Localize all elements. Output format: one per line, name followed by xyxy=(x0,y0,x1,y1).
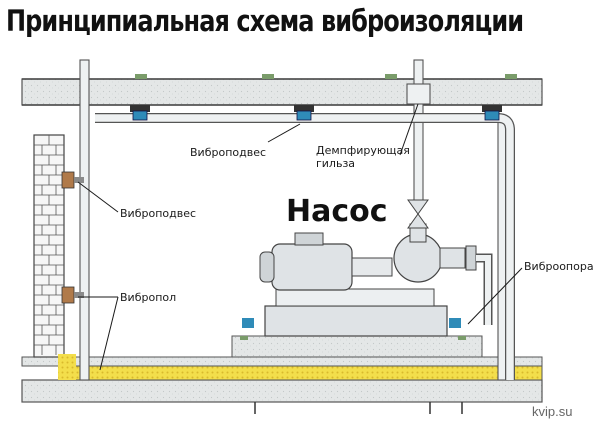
vibration-hanger xyxy=(130,105,150,121)
vibration-hanger xyxy=(294,105,314,121)
leader-lines xyxy=(77,103,523,371)
watermark: kvip.su xyxy=(532,404,573,419)
ceiling-hangers xyxy=(130,105,502,121)
label-damping-sleeve-2: гильза xyxy=(316,157,355,170)
pump-plinth xyxy=(231,335,483,358)
motor xyxy=(271,243,353,291)
brick-wall xyxy=(33,134,76,380)
label-floor: Вибропол xyxy=(120,291,176,304)
ceiling-slab xyxy=(21,74,543,106)
wall-hangers xyxy=(61,171,84,304)
vibration-floor-insulation xyxy=(59,365,543,381)
floor-slab xyxy=(21,335,543,414)
pump-assembly xyxy=(242,199,493,337)
wall-vibration-hanger xyxy=(61,286,84,304)
pump-frame xyxy=(264,305,448,337)
label-damping-sleeve-1: Демпфирующая xyxy=(316,144,410,157)
wall-vibration-hanger xyxy=(61,171,84,189)
vibration-support-icon xyxy=(449,318,461,328)
vibration-support-icon xyxy=(242,318,254,328)
label-hanger-wall: Виброподвес xyxy=(120,207,196,220)
label-support: Виброопора xyxy=(524,260,594,273)
label-pump: Насос xyxy=(286,194,388,229)
vibration-hanger xyxy=(482,105,502,121)
page-title: Принципиальная схема виброизоляции xyxy=(6,4,524,38)
label-hanger-top: Виброподвес xyxy=(190,146,266,159)
